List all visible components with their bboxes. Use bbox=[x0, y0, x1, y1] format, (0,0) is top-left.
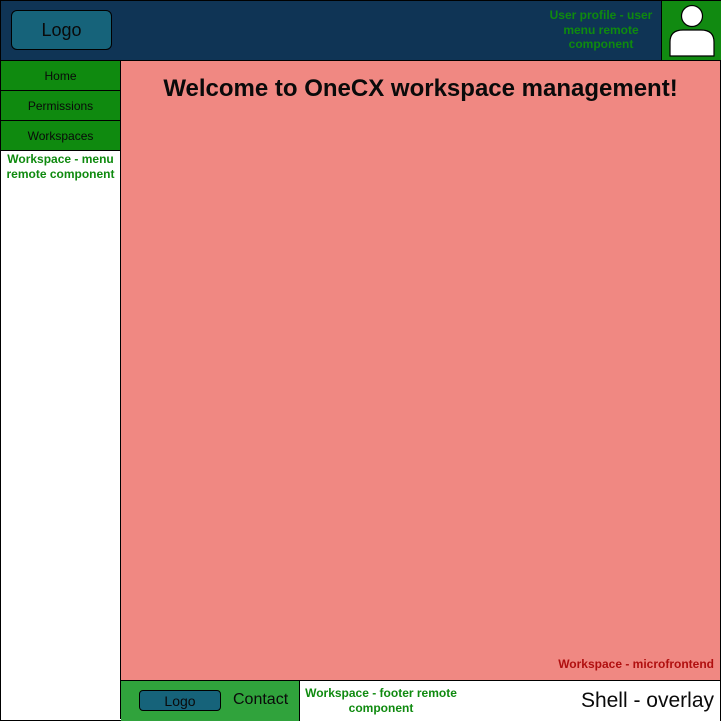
header-bar: Logo User profile - user menu remote com… bbox=[1, 1, 721, 61]
footer-remote-note: Workspace - footer remote component bbox=[305, 686, 457, 715]
footer-logo-label: Logo bbox=[164, 692, 196, 709]
sidebar-item-label: Workspaces bbox=[27, 128, 94, 143]
menu-remote-note: Workspace - menu remote component bbox=[6, 152, 115, 181]
footer-logo-button[interactable]: Logo bbox=[139, 690, 221, 711]
user-avatar-button[interactable] bbox=[661, 1, 721, 60]
header-logo-button[interactable]: Logo bbox=[11, 10, 112, 50]
page-title: Welcome to OneCX workspace management! bbox=[163, 75, 678, 102]
sidebar-item-home[interactable]: Home bbox=[1, 61, 120, 91]
header-logo-label: Logo bbox=[41, 19, 82, 40]
sidebar-item-workspaces[interactable]: Workspaces bbox=[1, 121, 120, 151]
user-avatar-icon bbox=[669, 4, 715, 57]
microfrontend-note: Workspace - microfrontend bbox=[558, 657, 714, 671]
footer-left-panel: Logo Contact bbox=[121, 681, 300, 721]
microfrontend-area: Welcome to OneCX workspace management! W… bbox=[121, 61, 720, 680]
sidebar-item-permissions[interactable]: Permissions bbox=[1, 91, 120, 121]
user-profile-note: User profile - user menu remote componen… bbox=[549, 8, 653, 51]
footer-bar: Logo Contact Workspace - footer remote c… bbox=[121, 680, 720, 721]
sidebar-item-label: Home bbox=[44, 68, 77, 83]
footer-contact-link[interactable]: Contact bbox=[233, 691, 289, 708]
sidebar-item-label: Permissions bbox=[27, 98, 94, 113]
shell-overlay-label: Shell - overlay bbox=[580, 689, 714, 712]
sidebar-menu: Home Permissions Workspaces Workspace - … bbox=[1, 61, 121, 719]
